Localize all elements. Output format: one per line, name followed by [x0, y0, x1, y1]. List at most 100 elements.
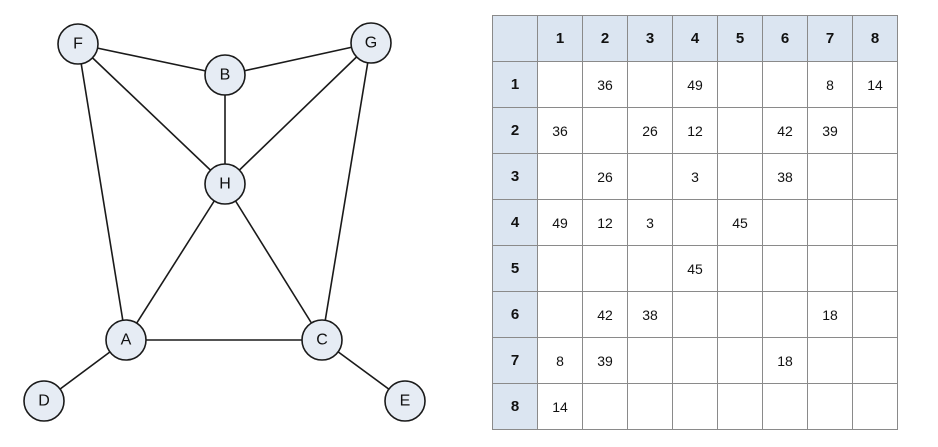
matrix-row: 5 45: [492, 245, 898, 292]
matrix-cell: [672, 199, 718, 246]
matrix-cell: 26: [627, 107, 673, 154]
matrix-cell: [762, 199, 808, 246]
matrix-cell: [582, 245, 628, 292]
matrix-cell: 8: [807, 61, 853, 108]
edge-H-C: [224, 183, 323, 341]
row-header: 3: [492, 153, 538, 200]
matrix-cell: 3: [672, 153, 718, 200]
matrix-row: 6 42 38 18: [492, 291, 898, 338]
row-header: 6: [492, 291, 538, 338]
matrix-cell: [672, 337, 718, 384]
node-H-label: H: [219, 176, 231, 193]
matrix-cell: [807, 245, 853, 292]
matrix-cell: 36: [537, 107, 583, 154]
matrix-row: 8 14: [492, 383, 898, 430]
matrix-cell: [627, 61, 673, 108]
matrix-cell: [537, 61, 583, 108]
matrix-cell: [627, 337, 673, 384]
node-G-label: G: [365, 35, 377, 52]
column-header: 7: [807, 15, 853, 62]
edge-G-H: [224, 42, 372, 185]
row-header: 2: [492, 107, 538, 154]
row-header: 4: [492, 199, 538, 246]
matrix-cell: 45: [717, 199, 763, 246]
matrix-cell: [762, 383, 808, 430]
column-header: 3: [627, 15, 673, 62]
node-G: G: [350, 22, 392, 64]
matrix-row: 3 26 3 38: [492, 153, 898, 200]
matrix-cell: 39: [807, 107, 853, 154]
matrix-cell: [717, 153, 763, 200]
node-H: H: [204, 163, 246, 205]
matrix-cell: [672, 291, 718, 338]
matrix-cell: [852, 337, 898, 384]
matrix-cell: [717, 337, 763, 384]
column-header: 2: [582, 15, 628, 62]
node-F: F: [57, 23, 99, 65]
matrix-cell: 18: [807, 291, 853, 338]
graph-edges: [43, 42, 406, 402]
matrix-cell: [537, 245, 583, 292]
edge-F-H: [77, 43, 226, 185]
matrix-cell: [537, 153, 583, 200]
matrix-cell: [672, 383, 718, 430]
matrix-row: 7 8 39 18: [492, 337, 898, 384]
column-header: 1: [537, 15, 583, 62]
node-D: D: [23, 380, 65, 422]
node-E: E: [384, 380, 426, 422]
node-E-label: E: [400, 393, 411, 410]
node-C: C: [301, 319, 343, 361]
node-A: A: [105, 319, 147, 361]
column-header: 4: [672, 15, 718, 62]
matrix-cell: 49: [537, 199, 583, 246]
column-header: 5: [717, 15, 763, 62]
matrix-cell: 26: [582, 153, 628, 200]
matrix-cell: 49: [672, 61, 718, 108]
matrix-cell: 18: [762, 337, 808, 384]
row-header: 8: [492, 383, 538, 430]
matrix-cell: 39: [582, 337, 628, 384]
matrix-cell: [717, 383, 763, 430]
matrix-cell: [582, 107, 628, 154]
matrix-cell: [807, 383, 853, 430]
matrix-cell: [582, 383, 628, 430]
matrix-cell: [852, 107, 898, 154]
adjacency-matrix: 1 2 3 4 5 6 7 8 1 36 49 8 14 2 36 26 12 …: [492, 15, 898, 430]
matrix-cell: 42: [582, 291, 628, 338]
node-B-label: B: [220, 67, 231, 84]
matrix-cell: [852, 199, 898, 246]
matrix-cell: 45: [672, 245, 718, 292]
matrix-cell: [762, 245, 808, 292]
edge-F-A: [77, 43, 127, 341]
column-header: 6: [762, 15, 808, 62]
node-B: B: [204, 54, 246, 96]
matrix-cell: 14: [537, 383, 583, 430]
edge-G-C: [321, 42, 372, 341]
node-C-label: C: [316, 332, 328, 349]
matrix-cell: 3: [627, 199, 673, 246]
matrix-header-row: 1 2 3 4 5 6 7 8: [492, 15, 898, 62]
column-header: 8: [852, 15, 898, 62]
matrix-cell: [717, 107, 763, 154]
matrix-cell: [717, 61, 763, 108]
matrix-cell: [762, 291, 808, 338]
node-A-label: A: [121, 332, 132, 349]
row-header: 1: [492, 61, 538, 108]
node-D-label: D: [38, 393, 50, 410]
matrix-cell: [852, 245, 898, 292]
matrix-cell: [807, 199, 853, 246]
matrix-cell: [852, 291, 898, 338]
matrix-row: 4 49 12 3 45: [492, 199, 898, 246]
matrix-cell: [627, 153, 673, 200]
matrix-cell: [807, 153, 853, 200]
matrix-cell: 42: [762, 107, 808, 154]
edge-F-B: [77, 43, 226, 76]
edge-H-A: [125, 183, 226, 341]
matrix-cell: [627, 245, 673, 292]
matrix-cell: [537, 291, 583, 338]
matrix-cell: 36: [582, 61, 628, 108]
matrix-cell: [852, 383, 898, 430]
matrix-cell: 8: [537, 337, 583, 384]
matrix-cell: [807, 337, 853, 384]
matrix-cell: [717, 291, 763, 338]
